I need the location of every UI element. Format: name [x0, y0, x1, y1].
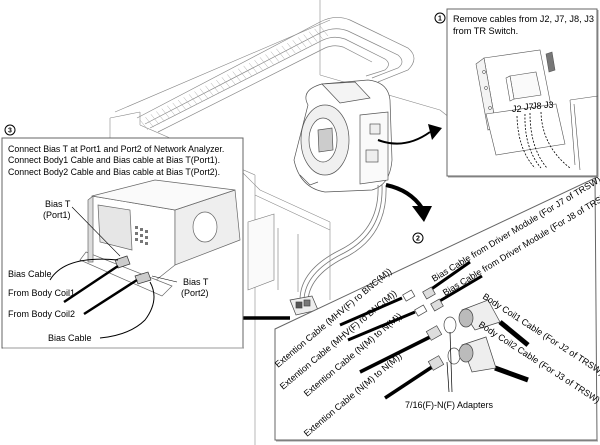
network-analyzer — [79, 179, 241, 297]
tr-switch-cables — [516, 111, 571, 169]
step-3-cables — [49, 206, 178, 339]
tray-rung — [177, 99, 187, 111]
adapter-pointers — [446, 331, 453, 393]
tray-rung — [216, 79, 225, 91]
bias-t-port1-label-line1: Bias T — [45, 199, 71, 209]
step-1-number: 1 — [438, 16, 442, 23]
step-1-line-2: from TR Switch. — [453, 25, 519, 36]
step-1-marker — [434, 12, 446, 24]
svg-text:J7: J7 — [524, 102, 534, 112]
gantry-cable-bundle — [299, 184, 387, 301]
arrow-to-step1 — [377, 124, 442, 145]
tray-rung — [227, 74, 236, 85]
tray-rung — [210, 82, 220, 94]
wall-panel — [247, 213, 299, 292]
tray-rung — [314, 28, 323, 40]
tray-rung — [308, 31, 318, 42]
from-body-coil2-label: From Body Coil2 — [8, 309, 75, 319]
tray-rung — [139, 119, 149, 131]
tray-rung — [297, 37, 307, 48]
tray-rung — [270, 51, 280, 62]
tray-rung — [287, 42, 296, 54]
bias-t-port2-label-line1: Bias T — [183, 277, 209, 287]
tray-rung — [145, 116, 154, 128]
bias-t-port2-label-line2: (Port2) — [181, 288, 209, 298]
tray-rung — [237, 68, 247, 79]
step-3-line-1: Connect Bias T at Port1 and Port2 of Net… — [8, 144, 225, 154]
step-3-instructions: Connect Bias T at Port1 and Port2 of Net… — [8, 144, 224, 178]
step-3-labels: Bias T (Port1) Bias Cable From Body Coil… — [8, 199, 209, 343]
step-2-cables — [339, 260, 530, 400]
step-3-number: 3 — [8, 128, 12, 135]
tray-rung — [259, 57, 269, 68]
bias-t-port1-label-line2: (Port1) — [43, 210, 71, 220]
step-1-instructions: Remove cables from J2, J7, J8, J3 from T… — [453, 14, 594, 37]
step-2-connectors — [402, 286, 501, 373]
tray-rung — [254, 60, 263, 71]
cable-tray-rungs — [139, 25, 329, 131]
step-3-marker — [4, 124, 16, 136]
tray-rung — [161, 108, 171, 119]
tray-rung — [319, 25, 329, 37]
svg-text:J8: J8 — [532, 101, 542, 111]
tr-switch-port-labels: J2 J7 J8 J3 — [512, 100, 554, 114]
tray-rung — [232, 71, 241, 82]
tr-switch-illustration — [475, 49, 599, 171]
tray-rung — [243, 65, 252, 77]
connector-block — [289, 295, 319, 316]
tray-rung — [172, 102, 181, 114]
step-3-line-3: Connect Body2 Cable and Bias cable at Bi… — [8, 166, 221, 177]
tray-rung — [199, 88, 209, 99]
tray-rung — [183, 97, 192, 108]
tray-rung — [167, 105, 176, 116]
tray-rung — [265, 54, 274, 65]
from-body-coil1-label: From Body Coil1 — [8, 288, 75, 298]
svg-text:J2: J2 — [512, 104, 522, 114]
tray-rung — [248, 62, 258, 74]
bias-cable-1-label: Bias Cable — [8, 269, 52, 279]
tray-rung — [150, 114, 160, 125]
arrow-to-step2 — [385, 183, 432, 222]
gantry-unit — [293, 79, 393, 193]
tray-rung — [276, 48, 285, 59]
step-2-marker — [412, 232, 424, 244]
tray-rung — [281, 45, 291, 57]
step-3-line-2: Connect Body1 Cable and Bias cable at Bi… — [8, 155, 221, 166]
tray-rung — [303, 34, 312, 45]
tray-rung — [292, 40, 301, 51]
tray-rung — [221, 77, 231, 88]
tray-rung — [156, 111, 165, 122]
step-1-line-1: Remove cables from J2, J7, J8, J3 — [453, 14, 594, 24]
tray-rung — [205, 85, 214, 96]
cable-tray — [136, 17, 415, 133]
svg-text:J3: J3 — [544, 100, 554, 110]
tray-rung — [194, 91, 203, 102]
tray-rung — [188, 94, 198, 105]
bias-cable-2-label: Bias Cable — [48, 333, 92, 343]
adapters-label: 7/16(F)-N(F) Adapters — [405, 400, 494, 410]
step-2-number: 2 — [416, 236, 420, 243]
